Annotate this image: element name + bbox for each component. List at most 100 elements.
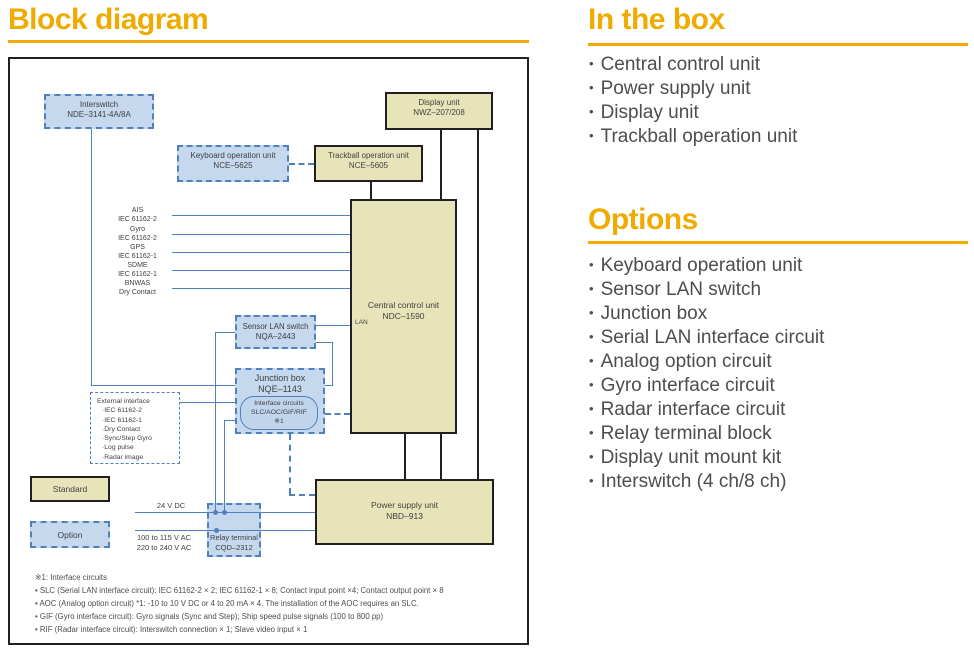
external-interface-item-label: Dry Contact — [104, 425, 141, 433]
options-item: Junction box — [589, 302, 824, 326]
footnote-line: • AOC (Analog option circuit) *1: -10 to… — [35, 599, 419, 608]
in-the-box-item-label: Power supply unit — [600, 78, 751, 99]
signal-label-bnwas: BNWAS Dry Contact — [105, 279, 170, 297]
signal-line-gyro — [172, 234, 350, 235]
junction-box-model: NQE–1143 — [258, 384, 302, 394]
external-interface-item: ·IEC 61162-2 — [102, 407, 142, 415]
keyboard-unit-model: NCE–5625 — [213, 161, 253, 170]
signal-std: IEC 61162-1 — [118, 253, 157, 260]
connector-ifcircuits-down — [289, 434, 291, 494]
external-interface-item: ·Sync/Step Gyro — [102, 435, 152, 443]
interswitch-box: Interswitch NDE–3141-4A/8A — [44, 94, 154, 129]
external-interface-item-label: Sync/Step Gyro — [104, 435, 152, 443]
signal-sys: BNWAS — [124, 280, 151, 287]
options-title: Options — [588, 203, 698, 236]
connector-display-psu — [477, 130, 479, 479]
ac-power-label: 100 to 115 V AC 220 to 240 V AC — [122, 533, 206, 552]
legend-standard-box: Standard — [30, 476, 110, 502]
power-supply-unit-box: Power supply unit NBD–913 — [315, 479, 494, 545]
in-the-box-item: Trackball operation unit — [589, 125, 798, 149]
connector-ccu-psu-1 — [404, 434, 406, 479]
block-diagram-title: Block diagram — [8, 3, 209, 36]
options-item: Display unit mount kit — [589, 446, 824, 470]
signal-line-gps — [172, 252, 350, 253]
options-item-label: Junction box — [600, 303, 708, 324]
signal-line-sdme — [172, 270, 350, 271]
interface-circuits-line1: Interface circuits — [254, 400, 304, 407]
options-list: Keyboard operation unit Sensor LAN switc… — [589, 254, 825, 494]
signal-line-bnwas — [172, 288, 350, 289]
relay-terminal-dot — [214, 528, 219, 533]
options-item: Interswitch (4 ch/8 ch) — [589, 470, 824, 494]
connector-junction-relay — [224, 420, 225, 512]
options-item-label: Sensor LAN switch — [600, 279, 762, 300]
in-the-box-title: In the box — [588, 3, 725, 36]
options-item-label: Display unit mount kit — [600, 447, 782, 468]
psu-name: Power supply unit — [370, 500, 439, 510]
diagram-footnotes: ※1: Interface circuits • SLC (Serial LAN… — [35, 571, 444, 636]
options-item: Gyro interface circuit — [589, 374, 824, 398]
central-control-unit-box: Central control unit NDC–1590 LAN — [350, 199, 457, 434]
ac-power-label-line1: 100 to 115 V AC — [136, 533, 192, 542]
interswitch-box-model: NDE–3141-4A/8A — [67, 110, 131, 119]
display-unit-name: Display unit — [418, 98, 460, 107]
junction-box: Junction box NQE–1143 Interface circuits… — [235, 368, 325, 434]
external-interface-item-label: IEC 61162-2 — [104, 407, 142, 415]
signal-label-gps: GPS IEC 61162-1 — [105, 243, 170, 261]
options-item: Analog option circuit — [589, 350, 824, 374]
sensor-lan-model: NQA–2443 — [255, 332, 296, 341]
options-item: Serial LAN interface circuit — [589, 326, 825, 350]
external-interface-item: ·Radar image — [102, 453, 144, 461]
trackball-unit-box: Trackball operation unit NCE–5605 — [314, 145, 423, 182]
sensor-lan-switch-box: Sensor LAN switch NQA–2443 — [235, 315, 316, 349]
interface-circuits-line2: SLC/AOC/GIF/RIF — [251, 409, 307, 416]
connector-ccu-psu-2 — [440, 434, 442, 479]
external-interface-item-label: IEC 61162-1 — [104, 416, 142, 424]
external-interface-title: External interface — [97, 398, 150, 405]
external-interface-item: ·IEC 61162-1 — [102, 416, 142, 424]
signal-line-ais — [172, 215, 350, 216]
options-item: Sensor LAN switch — [589, 278, 824, 302]
external-interface-box: External interface ·IEC 61162-2 ·IEC 611… — [90, 392, 180, 464]
display-unit-box: Display unit NWZ–207/208 — [385, 92, 493, 130]
relay-terminal-model: CQD–2312 — [215, 542, 253, 552]
ccu-name: Central control unit — [367, 300, 440, 310]
signal-std: IEC 61162-2 — [118, 216, 157, 223]
connector-trackball-ccu — [370, 182, 372, 199]
in-the-box-item-label: Display unit — [600, 102, 699, 123]
options-item-label: Serial LAN interface circuit — [600, 327, 825, 348]
connector-display-ccu — [440, 130, 442, 199]
connector-ifcircuits-psu — [289, 494, 315, 496]
in-the-box-list: Central control unit Power supply unit D… — [589, 53, 798, 149]
block-diagram-frame: Interswitch NDE–3141-4A/8A Keyboard oper… — [8, 57, 529, 645]
trackball-unit-model: NCE–5605 — [348, 161, 389, 170]
connector-junction-stub — [224, 420, 235, 421]
options-item-label: Keyboard operation unit — [600, 255, 803, 276]
lan-port-label: LAN — [355, 319, 368, 326]
ac-power-label-line2: 220 to 240 V AC — [136, 542, 192, 552]
options-item: Keyboard operation unit — [589, 254, 824, 278]
footnote-line: • RIF (Radar interface circuit): Intersw… — [35, 625, 308, 634]
connector-ifcircuits-ccu — [325, 413, 350, 415]
relay-terminal-name: Relay terminal — [210, 533, 258, 542]
sensor-lan-name: Sensor LAN switch — [242, 322, 309, 331]
block-diagram-title-rule — [8, 40, 529, 43]
signal-std: IEC 61162-2 — [118, 235, 157, 242]
connector-extif-junction — [180, 402, 235, 403]
ccu-model: NDC–1590 — [382, 311, 425, 321]
keyboard-unit-name: Keyboard operation unit — [190, 151, 276, 160]
connector-sensorlan-right-3 — [325, 385, 333, 386]
power-line-ac — [135, 530, 315, 531]
connector-sensorlan-ccu-lan — [316, 325, 350, 326]
footnote-line: • SLC (Serial LAN interface circuit): IE… — [35, 586, 444, 595]
relay-terminal-dot — [213, 510, 218, 515]
options-item-label: Relay terminal block — [600, 423, 772, 444]
options-item: Relay terminal block — [589, 422, 824, 446]
trackball-unit-name: Trackball operation unit — [328, 151, 409, 160]
signal-label-ais: AIS IEC 61162-2 — [105, 206, 170, 224]
external-interface-item: ·Log pulse — [102, 444, 134, 452]
connector-sensorlan-right-1 — [316, 342, 332, 343]
in-the-box-item: Central control unit — [589, 53, 797, 77]
options-item-label: Radar interface circuit — [600, 399, 786, 420]
interface-circuits-note-ref: ※1 — [274, 418, 284, 425]
